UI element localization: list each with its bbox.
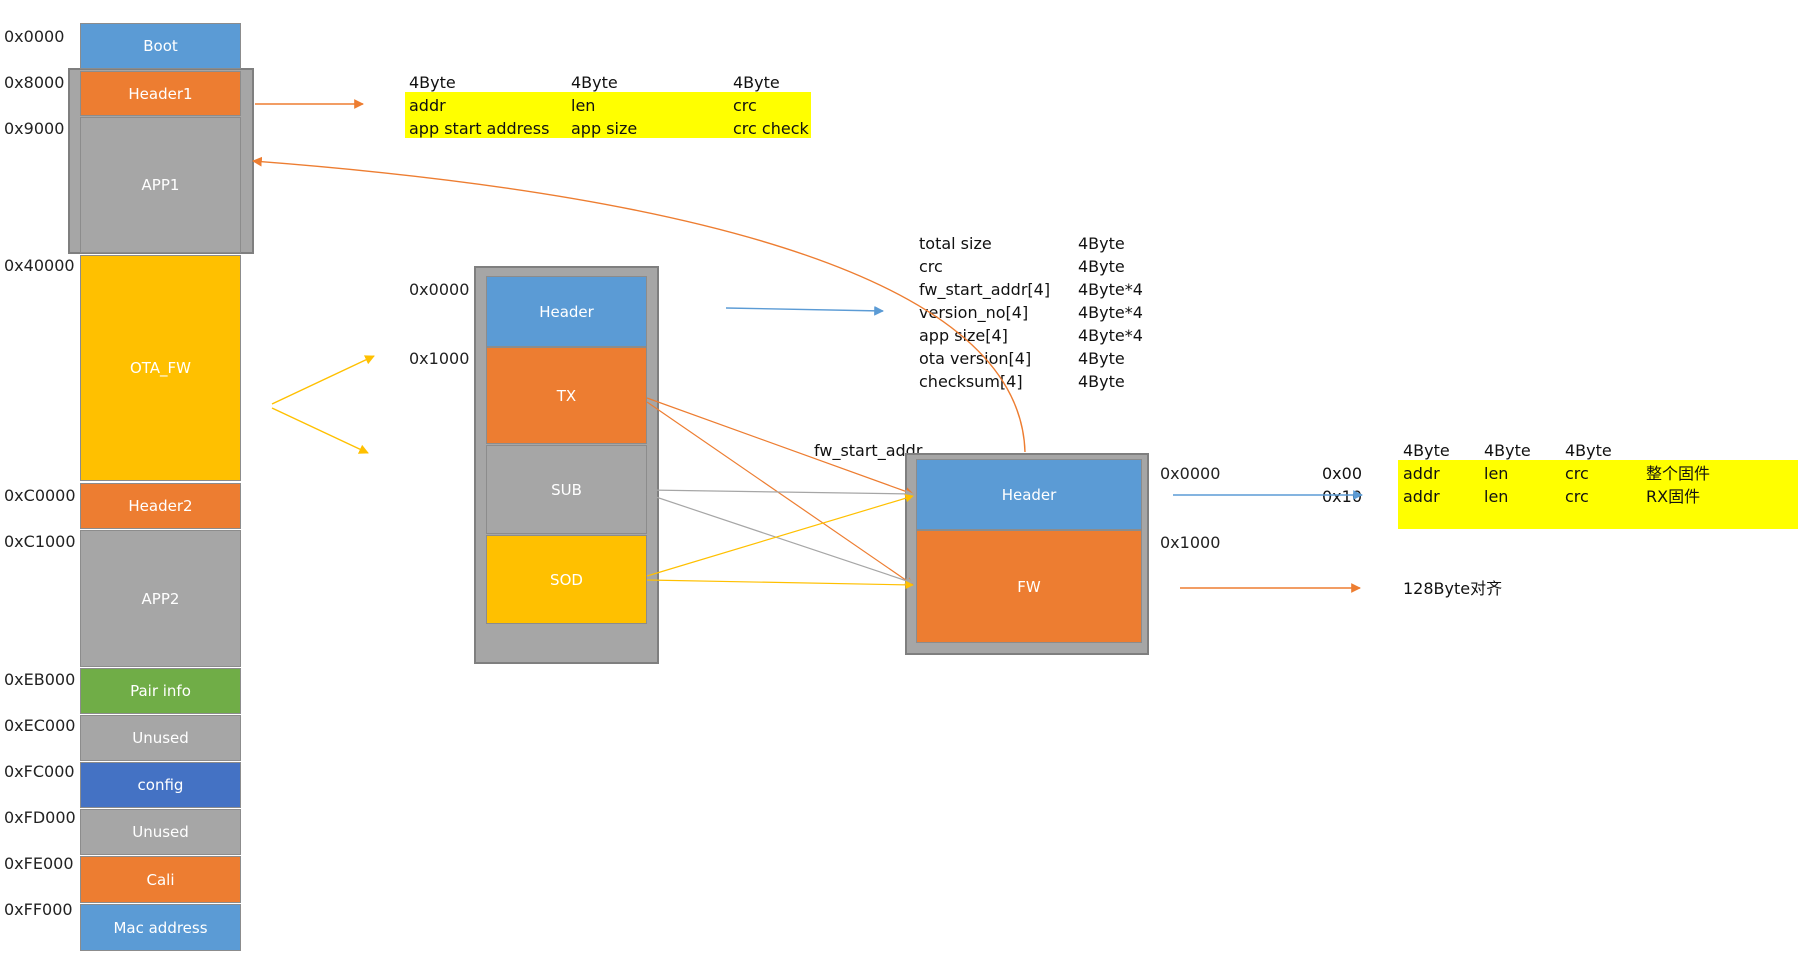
fw-header-row-cell: crc (1565, 487, 1589, 506)
fw-image-header-block: Header (916, 459, 1142, 530)
ota-package-header-block: Header (486, 276, 647, 347)
fw-header-row-cell: RX固件 (1646, 487, 1701, 506)
flash-block-header1: Header1 (80, 71, 241, 116)
flash-address: 0xC1000 (4, 532, 76, 551)
ota-to-package-arrow-lower (271, 407, 369, 454)
header1-table-highlight (405, 92, 811, 138)
ota-header-field-size: 4Byte (1078, 372, 1125, 391)
flash-block-pair-info: Pair info (80, 668, 241, 714)
ota-header-field-name: app size[4] (919, 326, 1008, 345)
flash-block-header2: Header2 (80, 483, 241, 529)
header1-description-cell: app size (571, 119, 638, 138)
flash-block-config: config (80, 762, 241, 808)
flash-address: 0x9000 (4, 119, 65, 138)
ota-header-field-name: version_no[4] (919, 303, 1029, 322)
flash-block-cali: Cali (80, 856, 241, 903)
fw-header-offset: 0x00 (1322, 464, 1363, 483)
ota-header-field-name: ota version[4] (919, 349, 1032, 368)
ota-header-field-size: 4Byte*4 (1078, 303, 1143, 322)
flash-address: 0x0000 (4, 27, 65, 46)
header1-size-cell: 4Byte (409, 73, 456, 92)
fw-header-size-cell: 4Byte (1565, 441, 1612, 460)
ota-header-field-size: 4Byte (1078, 257, 1125, 276)
fw-header-table-highlight (1398, 460, 1798, 529)
header1-field-cell: crc (733, 96, 757, 115)
ota-header-field-name: total size (919, 234, 992, 253)
fw-header-row-cell: 整个固件 (1646, 464, 1711, 483)
header1-size-cell: 4Byte (733, 73, 780, 92)
fw-header-row-cell: crc (1565, 464, 1589, 483)
fw-image-address: 0x1000 (1160, 533, 1221, 552)
fw-image-address: 0x0000 (1160, 464, 1221, 483)
ota-package-address: 0x1000 (409, 349, 470, 368)
tx-to-fw-body-arrow (646, 401, 914, 586)
flash-block-unused: Unused (80, 715, 241, 761)
sub-to-fw-body-arrow (646, 493, 914, 585)
header1-description-cell: app start address (409, 119, 550, 138)
sod-to-fw-body-arrow (646, 579, 914, 590)
flash-block-ota-fw: OTA_FW (80, 255, 241, 481)
ota-to-package-arrow-upper (271, 355, 375, 405)
ota-header-field-name: checksum[4] (919, 372, 1023, 391)
fw-header-row-cell: addr (1403, 487, 1440, 506)
flash-address: 0xEC000 (4, 716, 76, 735)
flash-address: 0xC0000 (4, 486, 76, 505)
flash-block-boot: Boot (80, 23, 241, 69)
fw-header-offset: 0x10 (1322, 487, 1363, 506)
fw-header-row-cell: len (1484, 487, 1509, 506)
flash-address: 0xEB000 (4, 670, 76, 689)
header1-size-cell: 4Byte (571, 73, 618, 92)
fw-start-addr-label: fw_start_addr (814, 441, 923, 460)
ota-header-field-name: fw_start_addr[4] (919, 280, 1051, 299)
fw-header-row-cell: addr (1403, 464, 1440, 483)
header1-description-cell: crc check (733, 119, 809, 138)
ota-header-field-size: 4Byte (1078, 234, 1125, 253)
flash-block-app2: APP2 (80, 530, 241, 667)
flash-block-app1: APP1 (80, 117, 241, 253)
ota-header-field-name: crc (919, 257, 943, 276)
fw-header-size-cell: 4Byte (1403, 441, 1450, 460)
flash-block-mac-address: Mac address (80, 904, 241, 951)
sod-to-fw-header-arrow (646, 494, 914, 577)
fw-header-row-cell: len (1484, 464, 1509, 483)
fw-header-to-app1-arrow (252, 156, 1026, 453)
flash-address: 0xFD000 (4, 808, 76, 827)
fw-align-note: 128Byte对齐 (1403, 579, 1503, 598)
ota-header-field-size: 4Byte*4 (1078, 326, 1143, 345)
header1-field-cell: len (571, 96, 596, 115)
header1-field-cell: addr (409, 96, 446, 115)
ota-package-tx-block: TX (486, 347, 647, 444)
flash-address: 0x40000 (4, 256, 75, 275)
flash-block-unused: Unused (80, 809, 241, 855)
ota-package-sod-block: SOD (486, 535, 647, 624)
package-header-to-fields-arrow (725, 305, 884, 316)
ota-header-field-size: 4Byte*4 (1078, 280, 1143, 299)
flash-address: 0xFF000 (4, 900, 73, 919)
ota-header-field-size: 4Byte (1078, 349, 1125, 368)
fw-header-size-cell: 4Byte (1484, 441, 1531, 460)
fw-image-fw-block: FW (916, 530, 1142, 643)
flash-address: 0xFE000 (4, 854, 74, 873)
ota-package-address: 0x0000 (409, 280, 470, 299)
ota-package-sub-block: SUB (486, 445, 647, 534)
flash-address: 0x8000 (4, 73, 65, 92)
sub-to-fw-header-arrow (646, 489, 914, 499)
tx-to-fw-header-arrow (646, 397, 914, 496)
flash-address: 0xFC000 (4, 762, 75, 781)
